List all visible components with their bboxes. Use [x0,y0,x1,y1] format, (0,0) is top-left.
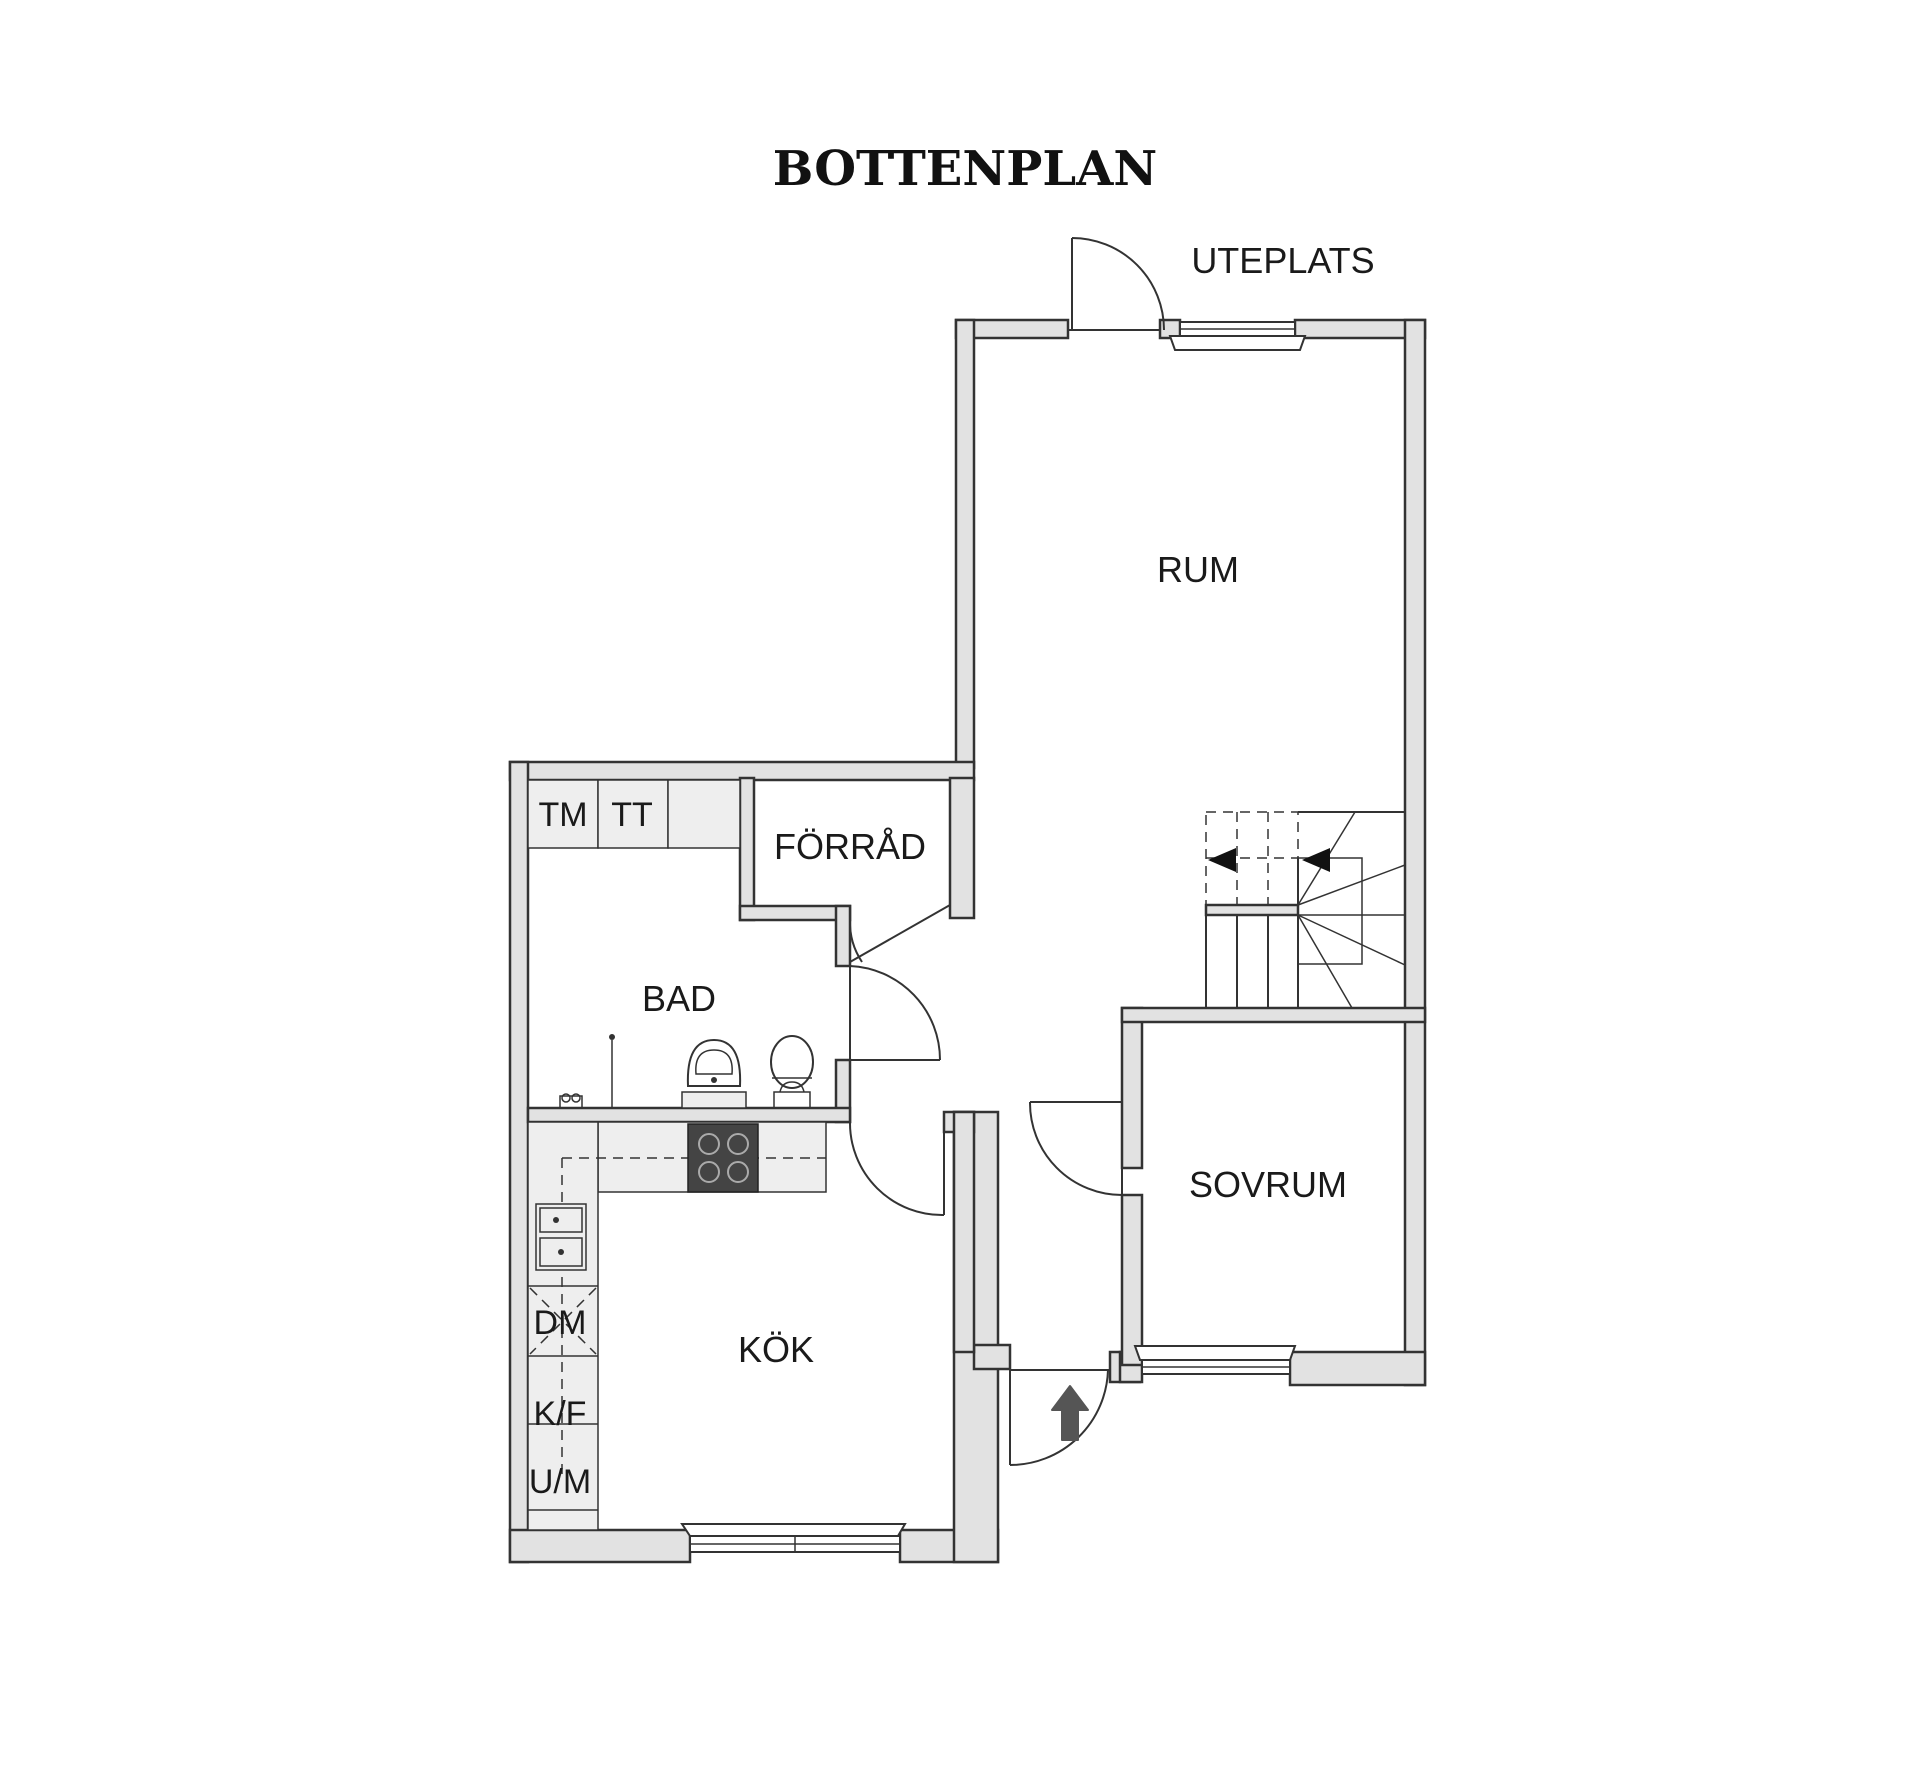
fixture-label-tt: TT [611,796,653,834]
room-label-forrad: FÖRRÅD [774,826,926,867]
shower-icon [559,1034,615,1109]
fixture-label-um: U/M [529,1463,591,1501]
exterior-walls [508,318,1427,1564]
room-label-kok: KÖK [738,1329,814,1370]
laundry-cabinets [527,779,741,849]
room-label-uteplats: UTEPLATS [1191,240,1374,281]
fixture-label-tm: TM [538,796,587,834]
door-swing-icon [1068,237,1165,331]
window-icon [1168,321,1307,351]
door-swing-icon [848,904,951,963]
fixture-label-kf: K/F [534,1395,587,1433]
toilet-icon [770,1035,814,1109]
plan-title: BOTTENPLAN [773,141,1157,197]
fixture-label-dm: DM [534,1304,587,1342]
window-icon [1133,1345,1297,1375]
stove-icon [687,1123,759,1193]
room-label-sovrum: SOVRUM [1189,1164,1347,1205]
stairs-icon [1205,811,1406,1009]
door-swing-icon [848,1121,945,1217]
door-swing-icon [1028,1101,1123,1196]
sink-icon [535,1203,587,1271]
room-label-bad: BAD [642,978,716,1019]
window-icon [680,1523,907,1553]
door-swing-icon [849,965,942,1061]
room-label-rum: RUM [1157,549,1239,590]
entrance-arrow-icon [1051,1385,1089,1441]
sink-icon [681,1038,747,1109]
door-swing-icon [1009,1369,1110,1466]
